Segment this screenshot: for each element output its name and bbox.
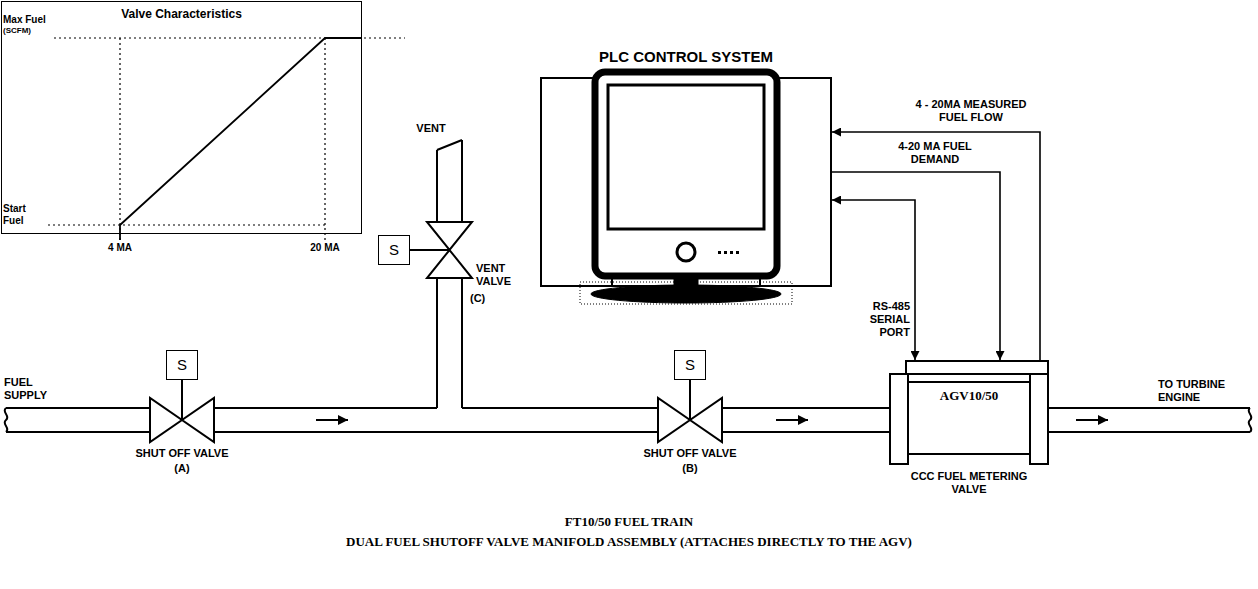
solenoid-letter: S xyxy=(389,241,399,259)
callout-letter: (A) xyxy=(112,462,252,475)
signal-line xyxy=(832,132,1040,360)
axis-tick: 20 MA xyxy=(300,242,350,254)
axis-label: Max Fuel xyxy=(3,14,63,26)
vent-valve-symbol xyxy=(427,222,472,278)
valve-flange xyxy=(1030,374,1048,464)
vent-label: VENT xyxy=(411,122,451,135)
vent-opening xyxy=(437,140,462,150)
valve-label: VENT VALVE xyxy=(476,262,520,288)
flow-arrow xyxy=(316,419,348,421)
valve-flange xyxy=(890,374,908,464)
monitor-base xyxy=(591,285,781,303)
monitor-screen xyxy=(608,85,764,229)
power-button xyxy=(677,243,695,261)
signal-label: 4 - 20MA MEASURED FUEL FLOW xyxy=(905,98,1037,124)
cabinet-frame xyxy=(541,78,831,286)
pipe-break xyxy=(1249,408,1252,432)
signal-label: RS-485 SERIAL PORT xyxy=(858,300,910,339)
flow-arrow xyxy=(1076,419,1108,421)
min-signal-guide xyxy=(119,38,120,240)
valve-label: SHUT OFF VALVE xyxy=(620,447,760,460)
plc-title: PLC CONTROL SYSTEM xyxy=(599,48,773,66)
electronics-housing xyxy=(906,361,1048,374)
valve-stem xyxy=(410,249,450,251)
plc-monitor: PLC CONTROL SYSTEM xyxy=(540,48,832,306)
signal-label: 4-20 MA FUEL DEMAND xyxy=(880,140,990,166)
valve-body xyxy=(908,382,1030,454)
indicator-dot xyxy=(718,251,721,254)
signal-line xyxy=(832,172,1000,360)
solenoid-box: S xyxy=(378,235,410,265)
axis-tick: 4 MA xyxy=(100,242,140,254)
indicator-dot xyxy=(730,251,733,254)
chart-box: Valve Characteristics xyxy=(1,1,362,234)
valve-stem xyxy=(181,380,183,420)
max-signal-guide xyxy=(324,38,325,240)
pipe-wall xyxy=(6,407,890,409)
valve-curve xyxy=(120,38,362,240)
pipe-break xyxy=(5,408,8,432)
solenoid-box: S xyxy=(166,350,198,380)
pipe-wall xyxy=(1048,408,1250,432)
shutoff-valve-symbol xyxy=(658,398,722,442)
valve-stem xyxy=(689,380,691,420)
component-label: CCC FUEL METERING VALVE xyxy=(909,470,1029,496)
pipe-wall xyxy=(6,431,890,433)
pipe-label: TO TURBINE ENGINE xyxy=(1158,378,1250,404)
chart-title: Valve Characteristics xyxy=(121,7,242,21)
valve-label: SHUT OFF VALVE xyxy=(112,447,252,460)
base-outline xyxy=(580,282,792,304)
indicator-dot xyxy=(736,251,739,254)
shutoff-valve-symbol xyxy=(150,398,214,442)
start-fuel-guide xyxy=(48,224,325,225)
callout-letter: (B) xyxy=(620,462,760,475)
solenoid-box: S xyxy=(674,350,706,380)
caption-subtitle: DUAL FUEL SHUTOFF VALVE MANIFOLD ASSEMBL… xyxy=(0,534,1258,549)
model-number: AGV10/50 xyxy=(940,388,999,403)
flow-arrow xyxy=(776,419,808,421)
signal-line xyxy=(832,200,915,360)
metering-valve-drawing xyxy=(890,361,1048,464)
monitor-bezel xyxy=(595,72,777,276)
callout-letter: (C) xyxy=(470,292,500,305)
indicator-dot xyxy=(724,251,727,254)
solenoid-letter: S xyxy=(177,356,187,374)
axis-unit: (SCFM) xyxy=(3,26,43,35)
solenoid-letter: S xyxy=(685,356,695,374)
plc-monitor-outline xyxy=(540,48,832,306)
pipe-label: FUEL SUPPLY xyxy=(4,376,62,402)
axis-label: Start Fuel xyxy=(3,203,39,227)
caption-title: FT10/50 FUEL TRAIN xyxy=(0,514,1258,529)
plc-monitor-drawing xyxy=(541,72,831,304)
metering-valve: AGV10/50CCC FUEL METERING VALVE xyxy=(888,360,1050,496)
valve-curve-guides xyxy=(48,38,405,240)
